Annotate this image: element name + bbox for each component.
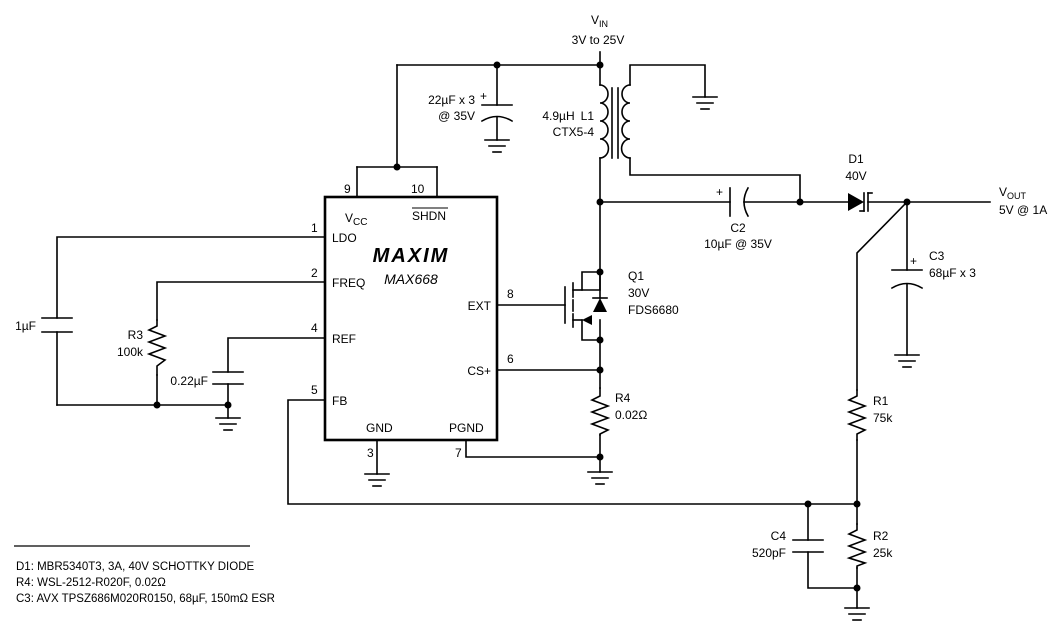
q1-part: FDS6680 xyxy=(628,303,679,317)
pin-ref-label: REF xyxy=(332,332,356,346)
capacitor-c3: + xyxy=(890,254,924,290)
pin-number-10: 10 xyxy=(411,182,425,196)
pin-shdn-label: SHDN xyxy=(412,209,446,223)
c4-value: 520pF xyxy=(752,546,786,560)
r2-name: R2 xyxy=(873,529,889,543)
d1-value: 40V xyxy=(845,169,866,183)
pin-cs-label: CS+ xyxy=(467,364,491,378)
r1-value: 75k xyxy=(873,411,893,425)
resistor-r4 xyxy=(589,387,611,436)
pin-number-7: 7 xyxy=(455,446,462,460)
pin-number-1: 1 xyxy=(311,221,318,235)
pin-number-4: 4 xyxy=(311,321,318,335)
ic-part-number: MAX668 xyxy=(384,271,438,287)
note-c3: C3: AVX TPSZ686M020R0150, 68µF, 150mΩ ES… xyxy=(16,593,275,605)
capacitor-ref xyxy=(212,371,244,385)
vin-range: 3V to 25V xyxy=(572,33,625,47)
cin-rating: @ 35V xyxy=(438,109,475,123)
capacitor-ldo xyxy=(41,317,73,333)
pin-number-9: 9 xyxy=(344,182,351,196)
r3-name: R3 xyxy=(128,328,144,342)
r3-value: 100k xyxy=(117,345,144,359)
pin-ext-label: EXT xyxy=(468,299,492,313)
cldo-value: 1µF xyxy=(15,319,36,333)
ic-logo: MAXIM xyxy=(373,245,450,267)
pin-number-5: 5 xyxy=(311,383,318,397)
svg-text:+: + xyxy=(716,185,723,199)
mosfet-q1 xyxy=(564,282,608,328)
r2-value: 25k xyxy=(873,546,893,560)
capacitor-c2: + xyxy=(716,185,750,218)
transformer-l1 xyxy=(599,84,631,159)
ic-body xyxy=(323,195,499,442)
pin-number-6: 6 xyxy=(507,352,514,366)
input-capacitor: + xyxy=(480,89,514,123)
c3-name: C3 xyxy=(929,249,945,263)
resistor-r1 xyxy=(846,389,868,441)
c2-value: 10µF @ 35V xyxy=(704,237,772,251)
cref-value: 0.22µF xyxy=(170,374,208,388)
wires xyxy=(56,51,991,609)
pin-fb-label: FB xyxy=(332,394,347,408)
vout-label: VOUT xyxy=(999,185,1027,201)
pin-pgnd-label: PGND xyxy=(449,421,484,435)
pin-ldo-label: LDO xyxy=(332,231,357,245)
r1-name: R1 xyxy=(873,394,889,408)
c4-name: C4 xyxy=(771,529,787,543)
d1-name: D1 xyxy=(848,152,864,166)
resistor-r2 xyxy=(846,523,868,569)
r4-name: R4 xyxy=(615,391,631,405)
q1-name: Q1 xyxy=(628,269,644,283)
vin-label: VIN xyxy=(591,13,608,29)
c3-value: 68µF x 3 xyxy=(929,266,976,280)
ground-symbols xyxy=(215,96,920,621)
capacitor-c4 xyxy=(792,539,824,553)
pin-number-2: 2 xyxy=(311,266,318,280)
svg-text:+: + xyxy=(910,254,917,268)
note-r4: R4: WSL-2512-R020F, 0.02Ω xyxy=(16,577,166,589)
cin-value: 22µF x 3 xyxy=(428,93,475,107)
junction-dots xyxy=(153,61,911,592)
resistor-r3 xyxy=(146,319,168,376)
c2-name: C2 xyxy=(730,221,746,235)
pin-number-3: 3 xyxy=(367,446,374,460)
svg-text:+: + xyxy=(480,89,487,103)
note-d1: D1: MBR5340T3, 3A, 40V SCHOTTKY DIODE xyxy=(16,561,255,573)
schottky-diode-d1 xyxy=(848,192,873,212)
l1-part: CTX5-4 xyxy=(553,125,595,139)
pin-gnd-label: GND xyxy=(366,421,393,435)
vout-spec: 5V @ 1A xyxy=(999,203,1047,217)
q1-value: 30V xyxy=(628,286,649,300)
pin-vcc-label: VCC xyxy=(345,211,367,228)
pin-freq-label: FREQ xyxy=(332,276,365,290)
pin-number-8: 8 xyxy=(507,287,514,301)
r4-value: 0.02Ω xyxy=(615,408,647,422)
